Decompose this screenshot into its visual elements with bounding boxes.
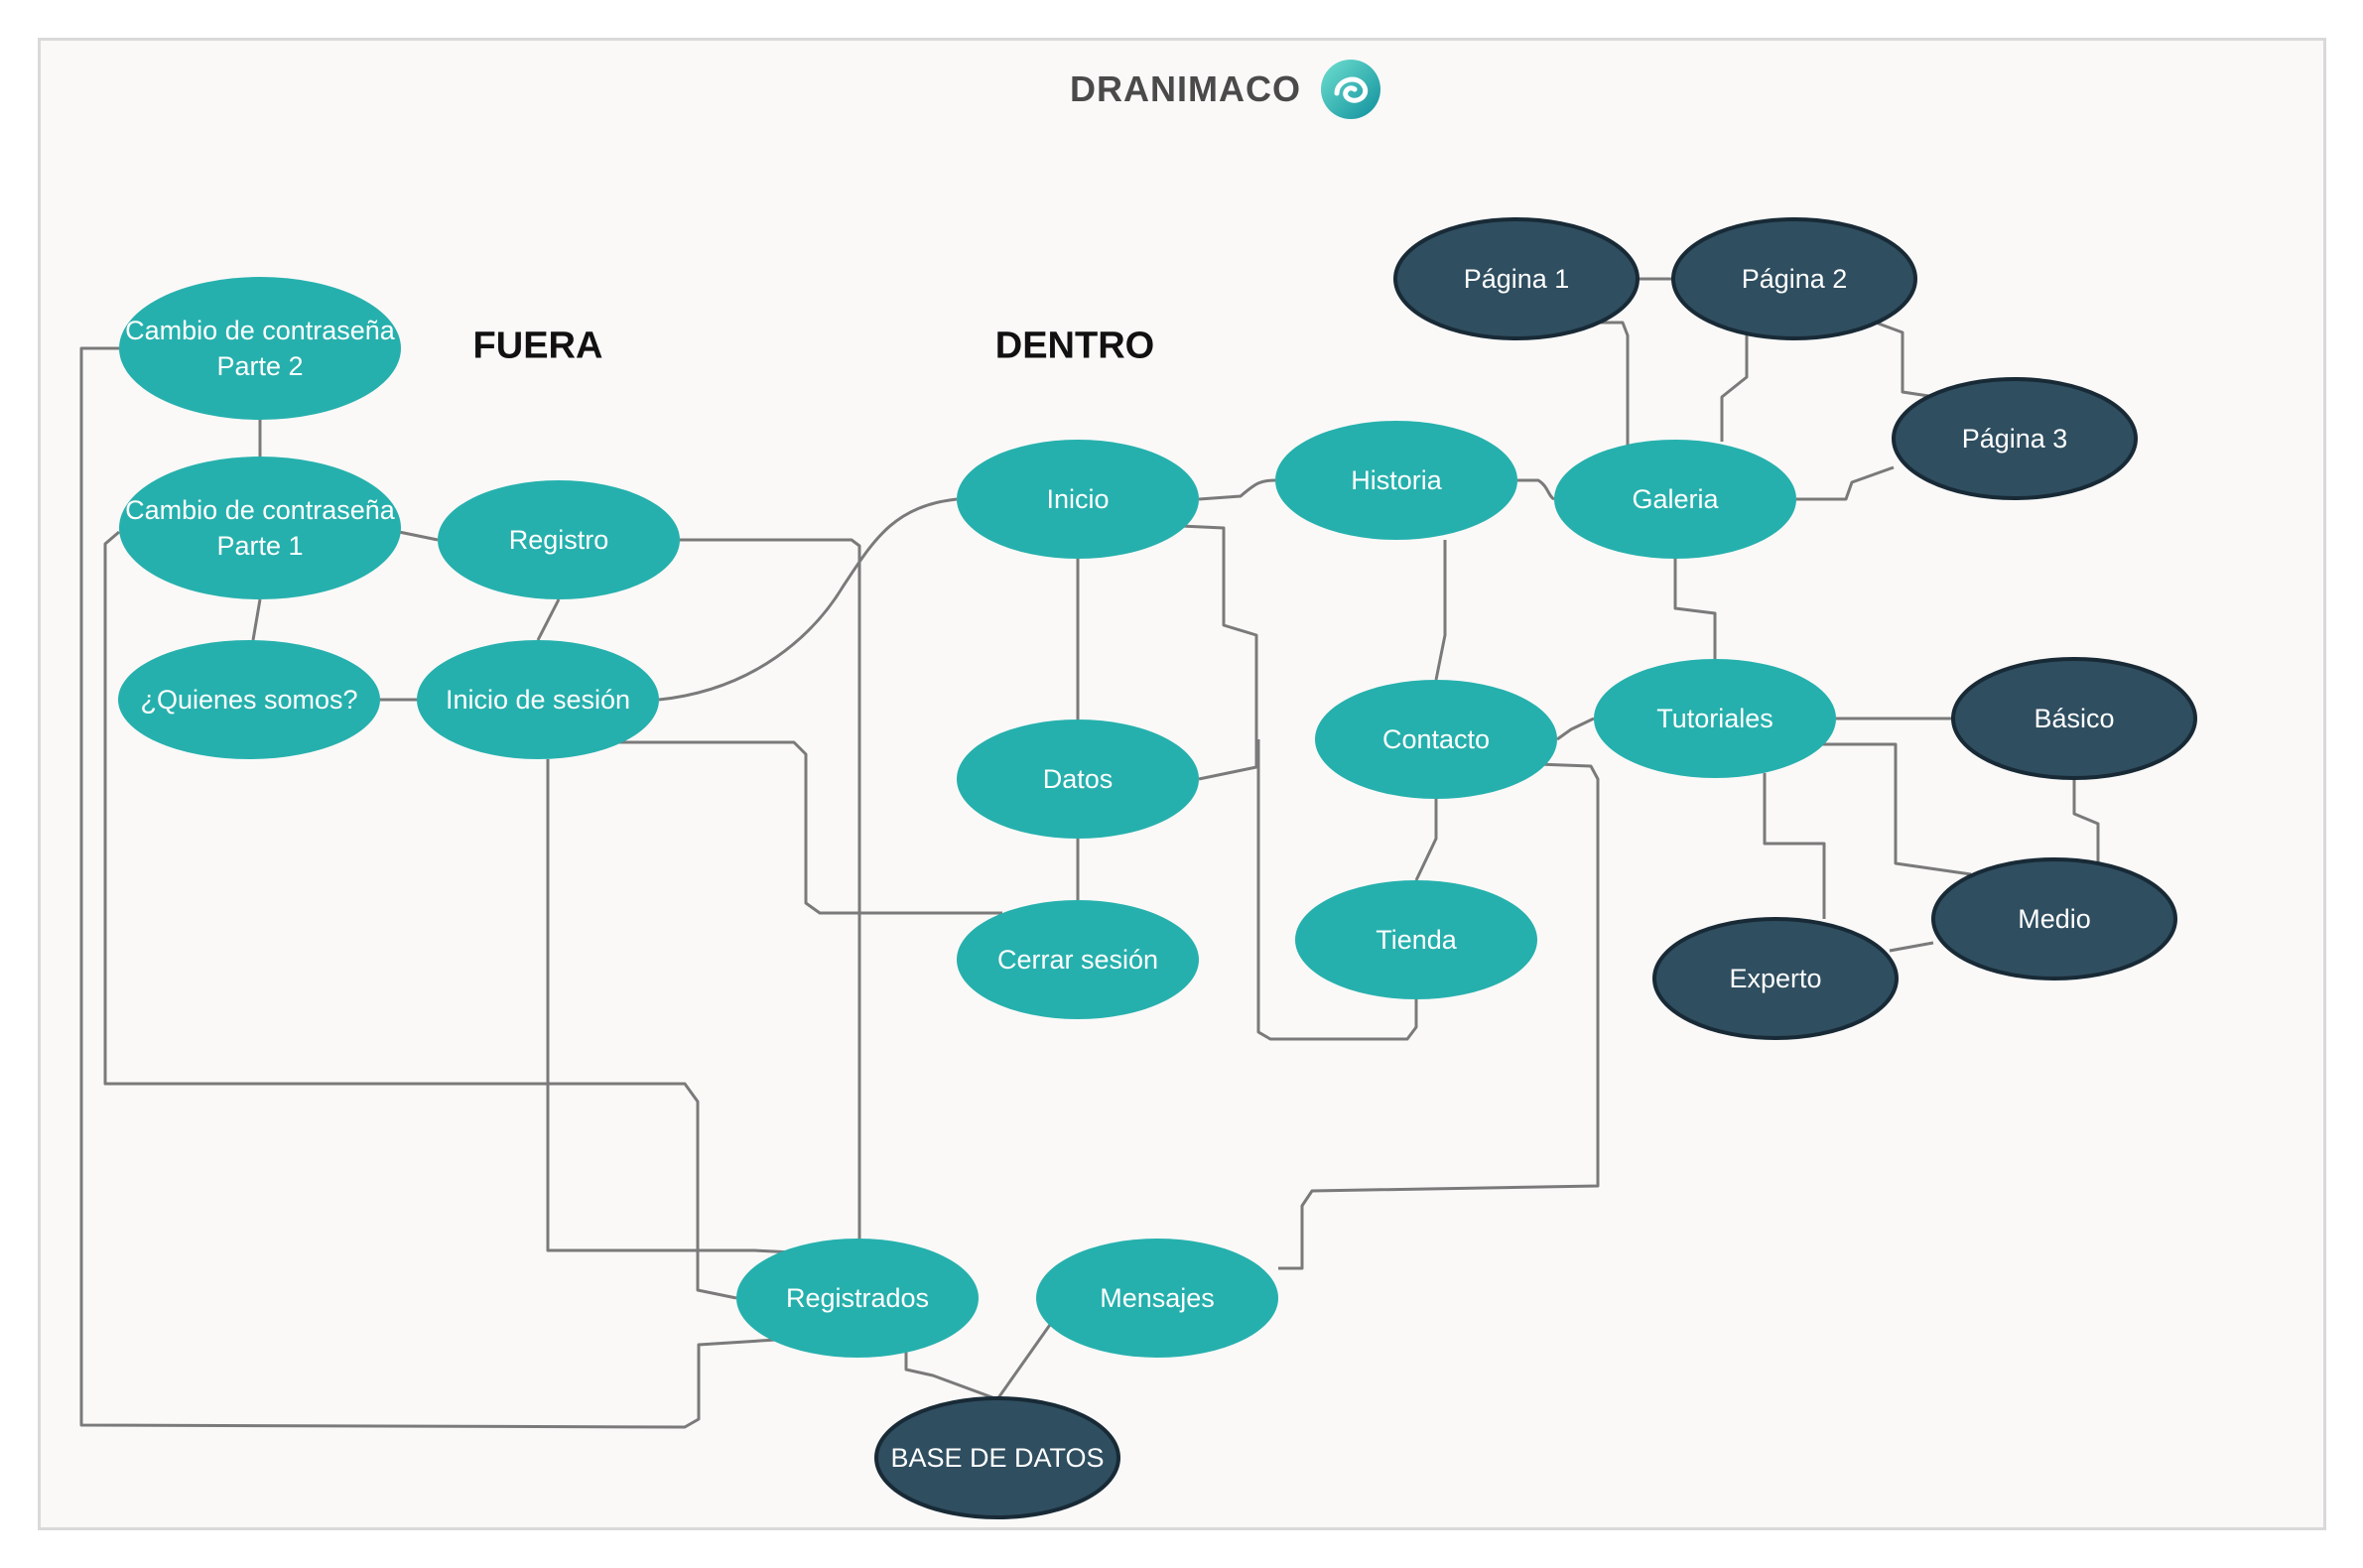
node-pag3[interactable] <box>1892 377 2138 500</box>
connector-galeria-pag2 <box>1720 333 1749 442</box>
connector-contacto-tienda <box>1414 799 1438 881</box>
diagram-header: DRANIMACO <box>1070 60 1382 119</box>
connector-inicio-contacto <box>1180 524 1258 781</box>
node-quienes[interactable] <box>118 640 380 759</box>
connector-cambio2-registrados <box>79 346 777 1429</box>
connector-registro-registrados <box>680 538 861 1241</box>
connector-tutoriales-medio <box>1821 742 1972 876</box>
connector-galeria-pag1 <box>1594 321 1630 459</box>
connector-galeria-tutoriales <box>1673 559 1717 659</box>
connector-registrados-bd <box>904 1350 998 1401</box>
connector-historia-contacto <box>1434 540 1447 681</box>
connector-medio-experto <box>1889 941 1934 953</box>
node-registro[interactable] <box>438 480 680 599</box>
connector-contacto-mensajes <box>1278 762 1600 1270</box>
connector-tutoriales-experto <box>1763 773 1826 919</box>
node-layer <box>118 217 2197 1519</box>
connector-cambio1-quienes <box>251 598 262 641</box>
node-tutoriales[interactable] <box>1594 659 1836 778</box>
connector-datos-tienda <box>1256 739 1418 1041</box>
node-registrados[interactable] <box>736 1239 979 1358</box>
connector-inicio_sesion-inicio <box>658 497 958 702</box>
connector-pag2-pag3 <box>1875 321 1936 399</box>
section-header-dentro: DENTRO <box>994 325 1155 367</box>
connector-historia-galeria <box>1517 478 1555 501</box>
node-bd[interactable] <box>874 1396 1120 1519</box>
node-cerrar[interactable] <box>957 900 1199 1019</box>
node-inicio[interactable] <box>957 440 1199 559</box>
connector-cambio1-registrados <box>103 530 737 1300</box>
app-title: DRANIMACO <box>1070 68 1301 109</box>
node-tienda[interactable] <box>1295 880 1537 999</box>
node-cambio2[interactable] <box>119 277 401 420</box>
node-contacto[interactable] <box>1315 680 1557 799</box>
connector-contacto-tutoriales <box>1556 717 1595 741</box>
connector-inicio_sesion-registrados <box>546 759 854 1257</box>
connector-galeria-pag3 <box>1796 465 1895 501</box>
node-medio[interactable] <box>1931 857 2177 980</box>
connector-cambio1-registro <box>398 530 439 542</box>
connector-inicio-historia <box>1198 478 1276 501</box>
node-inicio-sesion[interactable] <box>417 640 659 759</box>
connector-basico-medio <box>2072 778 2100 863</box>
connector-registro-inicio_sesion <box>536 598 561 641</box>
node-pag2[interactable] <box>1671 217 1917 340</box>
node-galeria[interactable] <box>1554 440 1796 559</box>
node-mensajes[interactable] <box>1036 1239 1278 1358</box>
section-header-fuera: FUERA <box>472 325 603 367</box>
node-cambio1[interactable] <box>119 457 401 599</box>
connector-mensajes-bd <box>995 1321 1054 1400</box>
node-experto[interactable] <box>1652 917 1899 1040</box>
connector-layer <box>79 277 2100 1429</box>
connector-inicio_sesion-cerrar <box>615 740 1002 915</box>
node-datos[interactable] <box>957 719 1199 839</box>
swirl-logo-icon <box>1320 60 1380 119</box>
node-basico[interactable] <box>1951 657 2197 780</box>
node-pag1[interactable] <box>1393 217 1640 340</box>
node-historia[interactable] <box>1275 421 1517 540</box>
